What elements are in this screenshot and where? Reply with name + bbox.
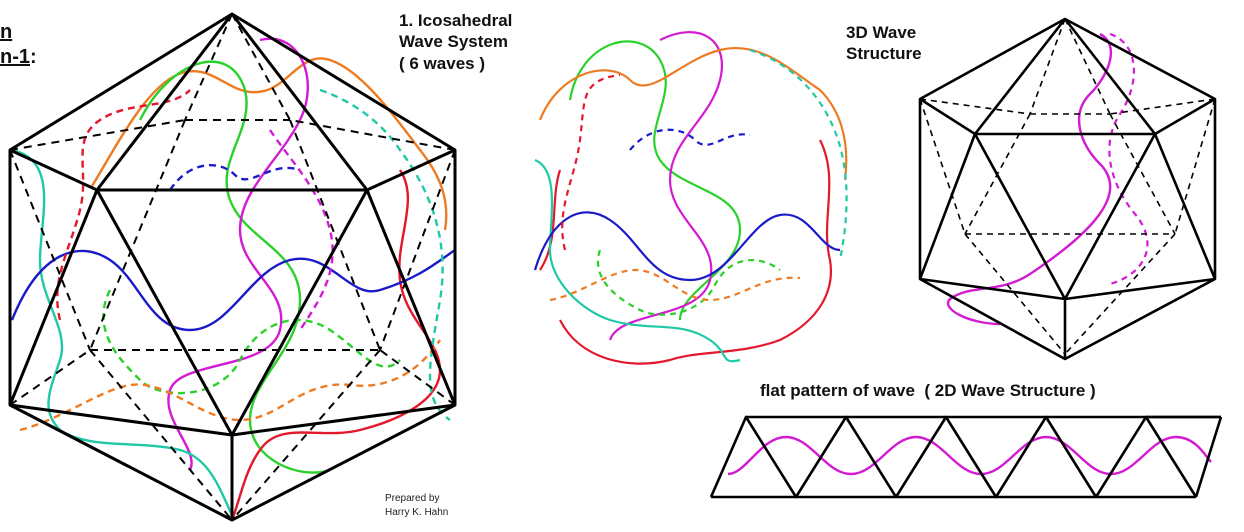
wave-green-solid: [138, 60, 331, 474]
mid-wave-teal-dashed: [749, 48, 848, 261]
diagram-title: 1. Icosahedral Wave System ( 6 waves ): [399, 10, 512, 74]
title-line3: ( 6 waves ): [399, 53, 485, 73]
flat-pattern-diagram: [709, 415, 1223, 499]
wave-magenta-solid: [167, 37, 310, 471]
mid-wave-red: [539, 139, 832, 365]
corner-label-line1: n: [0, 21, 13, 43]
mid-wave-teal: [534, 158, 741, 363]
credit-line1: Prepared by: [385, 493, 440, 504]
wave-red-dashed: [56, 89, 191, 321]
wave-blue-dashed: [169, 163, 301, 191]
structure-label-line1: 3D Wave: [846, 23, 917, 42]
corner-label-colon: :: [30, 46, 37, 68]
icosahedron-hidden-edges: [9, 13, 456, 521]
wave-magenta-dashed: [269, 129, 334, 331]
wave-structure-3d-diagram: [918, 17, 1217, 361]
corner-label-line2: n-1: [0, 46, 30, 68]
structure-label: 3D Wave Structure: [846, 22, 922, 65]
flat-pattern-label: flat pattern of wave ( 2D Wave Structure…: [760, 381, 1096, 400]
wave-orange-dashed: [19, 339, 441, 432]
structure-wave-dashed: [1108, 32, 1149, 286]
flat-pattern-strip: [709, 415, 1198, 499]
wave-system-diagram: [533, 31, 848, 365]
large-icosahedron-diagram: [8, 12, 457, 522]
mid-wave-red-dashed: [561, 73, 621, 251]
wave-loops: [10, 37, 456, 521]
mid-wave-orange-dashed: [549, 268, 801, 302]
wave-orange-solid: [90, 57, 448, 231]
title-line1: 1. Icosahedral: [399, 11, 513, 30]
corner-label-line2-wrap: n-1:: [0, 45, 37, 70]
mid-wave-green-dashed: [597, 249, 781, 316]
wave-teal-dashed: [319, 88, 451, 421]
title-line2: Wave System: [399, 32, 508, 52]
icosahedron-visible-edges: [8, 12, 457, 522]
front-triangle: [95, 188, 369, 437]
mid-wave-blue: [533, 211, 841, 282]
wave-green-dashed: [102, 289, 401, 395]
corner-label: n n-1:: [0, 20, 37, 70]
wave-blue-solid: [10, 249, 456, 332]
mid-wave-blue-dashed: [629, 128, 751, 151]
credit-line2: Harry K. Hahn: [385, 507, 449, 518]
wave-red-solid: [230, 169, 442, 521]
mid-wave-orange: [538, 47, 848, 181]
credit: Prepared by Harry K. Hahn: [385, 492, 448, 520]
structure-wave-solid: [946, 32, 1113, 326]
wave-teal-solid: [11, 148, 234, 516]
structure-label-line2: Structure: [846, 44, 922, 64]
